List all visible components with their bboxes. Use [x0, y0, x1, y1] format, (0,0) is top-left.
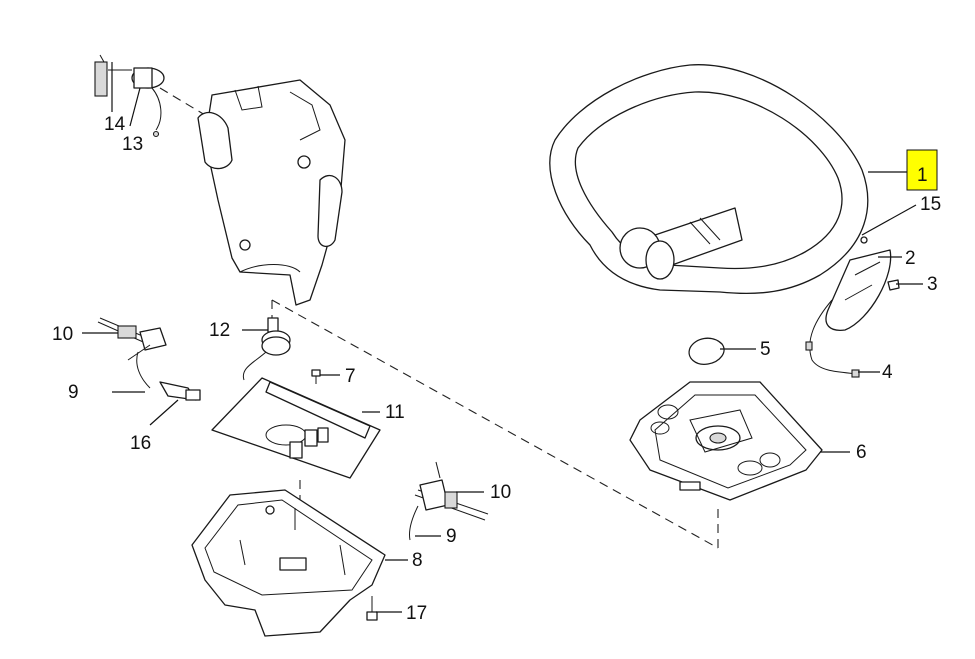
- callout-9-left: 9: [68, 382, 79, 403]
- assembly-dashed-lines: [159, 87, 719, 549]
- grip-pad: [825, 236, 892, 331]
- callout-3: 3: [927, 274, 938, 295]
- callout-12: 12: [209, 320, 230, 341]
- pump-left: [97, 317, 167, 389]
- callout-11: 11: [385, 402, 405, 423]
- callout-16: 16: [130, 433, 151, 454]
- callout-6: 6: [856, 442, 867, 463]
- callout-13: 13: [122, 134, 143, 155]
- capacitor-assembly: [94, 54, 165, 138]
- callout-9-right: 9: [446, 526, 457, 547]
- callout-10-right: 10: [490, 482, 511, 503]
- callout-17: 17: [406, 603, 427, 624]
- rear-housing: [197, 79, 346, 306]
- callout-1: 1: [917, 165, 928, 186]
- handle-frame: [549, 64, 869, 295]
- pcb-board: [211, 377, 381, 479]
- callout-8: 8: [412, 550, 423, 571]
- callout-10-left: 10: [52, 324, 73, 345]
- screw-17: [366, 596, 378, 621]
- callout-labels: 1 2 3 4 5 6 7 8 9 9 10 10 11 12 13 14 15…: [52, 114, 941, 624]
- highlight-box-1: [906, 149, 938, 191]
- screw-7: [311, 369, 321, 384]
- sensor-cable: [805, 299, 860, 378]
- leader-lines: [82, 62, 923, 613]
- knob: [688, 337, 725, 365]
- callout-15: 15: [920, 194, 941, 215]
- callout-14: 14: [104, 114, 126, 135]
- base-plate: [629, 381, 823, 501]
- motor: [242, 317, 291, 381]
- screw-3: [887, 279, 900, 291]
- callout-2: 2: [905, 248, 916, 269]
- pump-right: [409, 461, 489, 541]
- callout-5: 5: [760, 339, 771, 360]
- base-housing: [191, 489, 386, 637]
- connector-16: [159, 381, 201, 401]
- callout-7: 7: [345, 366, 356, 387]
- callout-4: 4: [882, 362, 893, 383]
